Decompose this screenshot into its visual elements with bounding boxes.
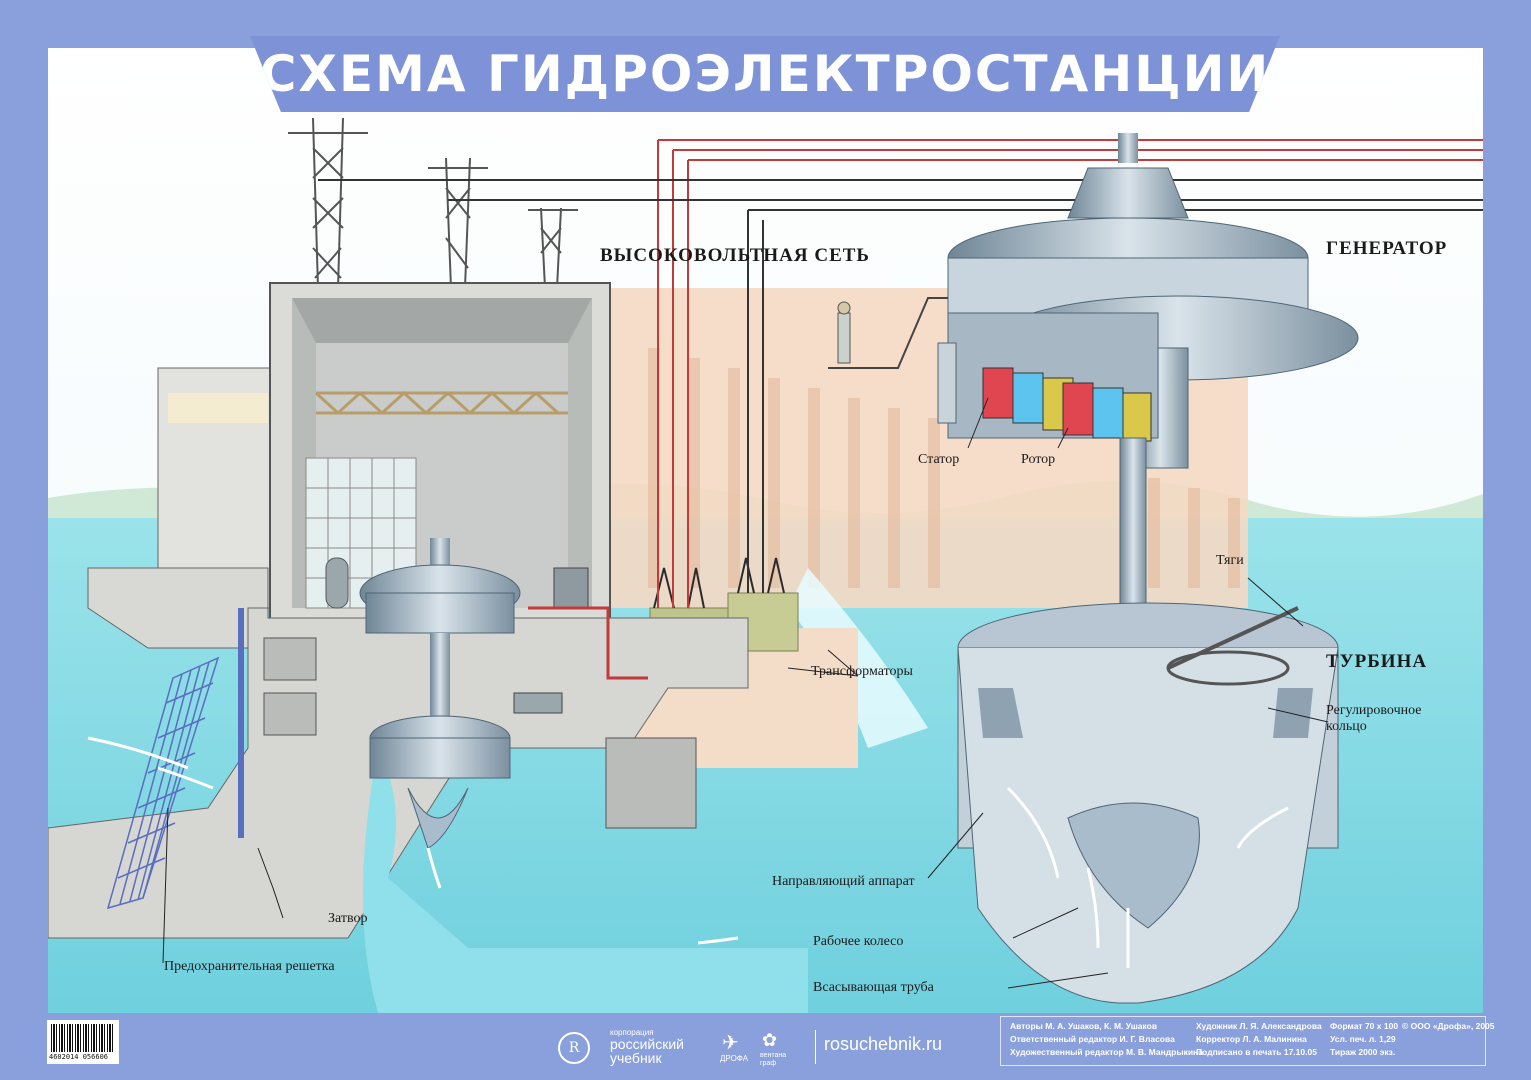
- label-trash-rack: Предохранительная решетка: [164, 959, 335, 974]
- footer-band: [0, 1013, 1531, 1080]
- intake-beam: [168, 393, 268, 423]
- label-guide-apparatus: Направляющий аппарат: [772, 874, 915, 889]
- label-runner: Рабочее колесо: [813, 934, 904, 949]
- page-title: СХЕМА ГИДРОЭЛЕКТРОСТАНЦИИ: [259, 45, 1271, 103]
- red-cables: [657, 139, 1483, 608]
- corp-name-line1: российский: [610, 1036, 684, 1052]
- credit-editor: Ответственный редактор И. Г. Власова: [1010, 1034, 1175, 1044]
- unit-cable: [528, 606, 648, 680]
- credit-artist: Художник Л. Я. Александрова: [1196, 1021, 1322, 1031]
- label-turbine: ТУРБИНА: [1326, 651, 1428, 672]
- diagram-area: ВЫСОКОВОЛЬТНАЯ СЕТЬ ГЕНЕРАТОР Статор Рот…: [48, 48, 1483, 1013]
- label-regulating-ring-2: кольцо: [1326, 719, 1367, 734]
- label-gate: Затвор: [328, 911, 368, 926]
- gate-slot: [238, 608, 244, 838]
- hydro-scheme-illustration: [48, 48, 1483, 1013]
- credit-copyright: © ООО «Дрофа», 2005: [1402, 1021, 1495, 1031]
- black-cables: [318, 179, 1483, 593]
- generator-detail: [828, 133, 1359, 469]
- transformer-bushings: [653, 557, 785, 609]
- drofa-label: ДРОФА: [720, 1054, 749, 1063]
- corp-name-line2: учебник: [610, 1050, 662, 1066]
- trash-rack-grid: [106, 656, 220, 910]
- barcode: 4602014 056606: [47, 1020, 119, 1064]
- credit-format: Формат 70 х 100: [1330, 1021, 1399, 1031]
- crane-truss: [314, 390, 568, 416]
- rosuchebnik-logo-icon: R: [558, 1032, 590, 1064]
- gallery-2: [263, 692, 317, 736]
- credit-authors: Авторы М. А. Ушаков, К. М. Ушаков: [1010, 1021, 1158, 1031]
- label-rods: Тяги: [1216, 553, 1244, 568]
- credits-column-1: Авторы М. А. Ушаков, К. М. Ушаков Ответс…: [1010, 1020, 1203, 1059]
- credit-sheets: Усл. печ. л. 1,29: [1330, 1034, 1396, 1044]
- dam-columns: [648, 348, 1240, 588]
- corp-small-label: корпорация: [610, 1028, 654, 1037]
- credits-column-2: Художник Л. Я. Александрова Корректор Л.…: [1196, 1020, 1322, 1059]
- credit-proofreader: Корректор Л. А. Малинина: [1196, 1034, 1307, 1044]
- gallery-1: [263, 637, 317, 681]
- drofa-bird-icon: ✈: [722, 1032, 739, 1054]
- label-transformers: Трансформаторы: [811, 664, 913, 679]
- gallery-3: [605, 737, 697, 829]
- flow-arrows-left: [87, 736, 739, 945]
- credit-art-editor: Художественный редактор М. В. Мандрыкина: [1010, 1047, 1203, 1057]
- credits-frame: [1000, 1016, 1486, 1066]
- footer-separator: [815, 1030, 816, 1064]
- draft-channel: [363, 748, 808, 1013]
- turbine-detail: [957, 602, 1339, 1004]
- label-draft-tube: Всасывающая труба: [813, 980, 934, 995]
- title-banner: СХЕМА ГИДРОЭЛЕКТРОСТАНЦИИ: [250, 36, 1280, 112]
- label-stator: Статор: [918, 452, 960, 467]
- upstream-wall: [87, 567, 269, 649]
- label-regulating-ring-1: Регулировочное: [1326, 703, 1422, 718]
- label-high-voltage: ВЫСОКОВОЛЬТНАЯ СЕТЬ: [600, 245, 870, 266]
- credits-column-3: Формат 70 х 100 Усл. печ. л. 1,29 Тираж …: [1330, 1020, 1398, 1059]
- barcode-number: 4602014 056606: [49, 1053, 109, 1061]
- barcode-bars: [51, 1024, 115, 1052]
- ventana-logo-icon: ✿: [762, 1030, 778, 1050]
- website-link[interactable]: rosuchebnik.ru: [824, 1034, 943, 1054]
- flow-arrows-turbine: [1006, 786, 1289, 968]
- power-towers: [288, 117, 578, 289]
- small-generator-unit: [325, 538, 589, 849]
- credit-print-run: Тираж 2000 экз.: [1330, 1047, 1396, 1057]
- label-generator: ГЕНЕРАТОР: [1326, 238, 1448, 259]
- leader-lines: [162, 397, 1329, 989]
- credit-print-date: Подписано в печать 17.10.05: [1196, 1047, 1317, 1057]
- ventana-label: вентана граф: [760, 1052, 787, 1067]
- label-rotor: Ротор: [1021, 452, 1056, 467]
